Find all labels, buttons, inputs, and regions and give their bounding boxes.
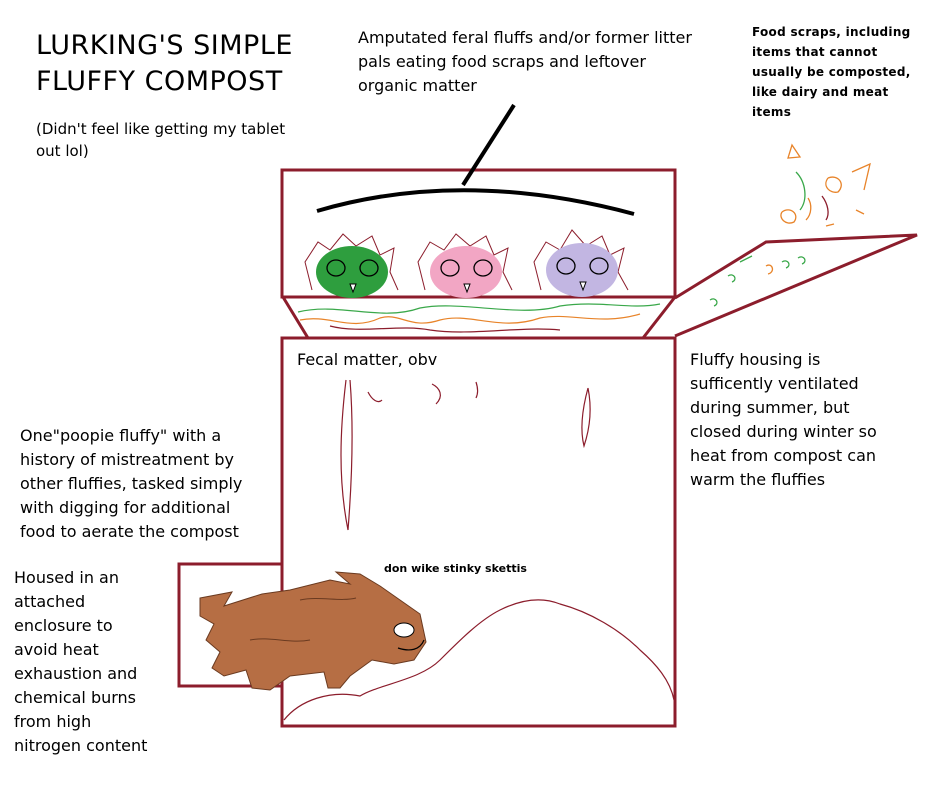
- food-scraps-label: Food scraps, including items that cannot…: [752, 25, 911, 119]
- ventilation-label: Fluffy housing is sufficently ventilated…: [690, 350, 877, 489]
- fluffs-label: Amputated feral fluffs and/or former lit…: [358, 28, 692, 95]
- fluffs-pointer-line: [461, 103, 516, 187]
- page-subtitle: (Didn't feel like getting my tablet out …: [36, 120, 286, 160]
- ventilation-flap: [674, 233, 918, 338]
- flying-food-scraps: [709, 143, 871, 307]
- page-title: LURKING'S SIMPLE FLUFFY COMPOST: [36, 30, 293, 97]
- poopie-speech: don wike stinky skettis: [384, 562, 527, 575]
- compost-mound: [283, 599, 675, 721]
- enclosure-label: Housed in an attached enclosure to avoid…: [14, 568, 148, 755]
- fecal-streaks: [340, 379, 591, 531]
- fluff-pink: [417, 233, 513, 298]
- poopie-fluffy-label: One"poopie fluffy" with a history of mis…: [20, 426, 243, 541]
- fluffs-bracket-arc: [316, 188, 635, 216]
- tray-food-scraps: [297, 303, 661, 333]
- fluff-lavender: [533, 229, 629, 297]
- fluff-green: [304, 233, 399, 298]
- poopie-fluffy: [199, 571, 427, 691]
- fecal-matter-label: Fecal matter, obv: [297, 350, 438, 369]
- compost-bin-frame: [280, 336, 677, 728]
